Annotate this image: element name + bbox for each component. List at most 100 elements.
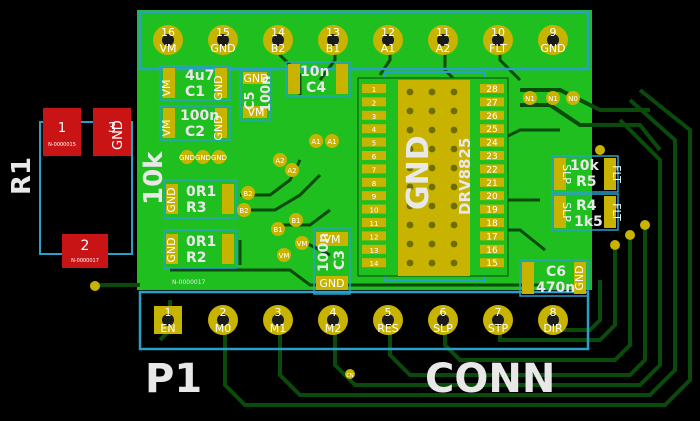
ic-pad-left (362, 137, 386, 147)
top-pin-name: B1 (326, 42, 341, 55)
bottom-pin-name: RES (377, 322, 399, 335)
via-b1-b: B1 (273, 226, 282, 234)
top-pin-number: 13 (326, 26, 340, 39)
bottom-pin-name: DIR (543, 322, 563, 335)
ic-via (450, 107, 458, 115)
ic-pad-left (362, 231, 386, 241)
c6-ref: C6 (546, 264, 566, 280)
ic-pad-right (480, 137, 504, 147)
ic-via (428, 107, 436, 115)
top-pin-number: 12 (381, 26, 395, 39)
ic-pad-right-num: 16 (486, 246, 498, 256)
top-pin-hole (547, 34, 559, 46)
ic-pad-right-num: 21 (486, 179, 497, 189)
r2-value: 0R1 (186, 234, 216, 250)
r3-ref: R3 (186, 200, 207, 216)
ic-pad-left-num: 7 (372, 166, 376, 174)
bottom-pin-hole (327, 314, 339, 326)
r1-pad3-num: 3 (108, 121, 116, 136)
c5-pin-gnd: GND (243, 72, 268, 85)
via-a1-b: A1 (327, 138, 336, 146)
bottom-pin-hole (162, 314, 174, 326)
bottom-pin-number: 3 (275, 306, 282, 319)
ic-pad-right (480, 218, 504, 227)
via-vm-a: VM (297, 240, 308, 248)
c5-pin-vm: VM (247, 106, 264, 119)
top-pin-hole (272, 34, 284, 46)
ic-pad-right (480, 110, 504, 120)
bottom-pin-4: 4M2 (318, 305, 348, 335)
bottom-pin-name: SLP (433, 322, 453, 335)
c2-value: 100n (180, 108, 219, 124)
signal-vias: A1 A1 A2 A2 B2 B2 B1 B1 VM VM GND GND GN… (90, 91, 650, 379)
via-n1-b: N1 (548, 95, 558, 103)
c3-value: 100n (316, 233, 332, 272)
r3-value: 0R1 (186, 184, 216, 200)
c6-pin-gnd: GND (573, 265, 586, 290)
ic-via (428, 145, 436, 153)
r3-footprint: 0R1 R3 GND (163, 179, 237, 219)
ic-pads: 1234567891011121314282726252423222120191… (362, 84, 504, 269)
ic-pad-left-num: 6 (372, 153, 377, 161)
c2-pin-vm: VM (160, 119, 173, 136)
bottom-pin-number: 4 (330, 306, 337, 319)
c3-ref: C3 (332, 250, 348, 270)
ic-via (428, 221, 436, 229)
r2-footprint: 0R1 R2 GND (163, 229, 237, 269)
ic-pad-left (362, 177, 386, 187)
r1-pad2-num: 2 (81, 238, 90, 254)
r1-net-bottom: N-0000017 (71, 258, 99, 264)
ic-pad-right (480, 204, 504, 214)
r4-value: 1k5 (574, 214, 603, 230)
ic-via (428, 126, 436, 134)
c1-footprint: 4u7 C1 VM GND (159, 65, 231, 101)
ic-pad-right-num: 19 (486, 206, 498, 216)
r4-footprint: R4 1k5 SLP FLT (551, 193, 623, 231)
ic-pad-right-num: 27 (486, 98, 497, 108)
via-a2-b: A2 (287, 167, 296, 175)
c2-ref: C2 (185, 124, 205, 140)
ic-pad-right-num: 20 (486, 192, 498, 202)
r5-pin-slp: SLP (560, 164, 573, 184)
ic-via (406, 202, 414, 210)
ic-pad-left-num: 1 (372, 86, 376, 94)
u1-part-label: DRV8825 (456, 138, 474, 215)
ic-pad-left-num: 12 (370, 233, 379, 241)
c5-ref: C5 (243, 91, 258, 110)
ic-via (450, 202, 458, 210)
ic-via (406, 145, 414, 153)
via-b2-a: B2 (243, 190, 252, 198)
ic-pad-left-num: 11 (370, 220, 379, 228)
r5-ref: R5 (576, 174, 597, 190)
r5-value: 10k (570, 158, 599, 174)
bottom-pin-name: EN (160, 322, 175, 335)
c1-pin-vm: VM (160, 79, 173, 96)
c1-ref: C1 (185, 84, 205, 100)
ic-pad-right-num: 25 (486, 125, 497, 135)
bottom-pin-hole (437, 314, 449, 326)
ic-pad-left (362, 124, 386, 134)
c5-footprint: C5 100n GND VM (239, 69, 274, 121)
c5-value: 100n (259, 76, 274, 112)
copper-pour-left (137, 10, 167, 290)
c3-pin-vm: VM (323, 233, 340, 246)
top-pin-number: 9 (550, 26, 557, 39)
bottom-pin-name: M0 (215, 322, 232, 335)
ic-via (428, 183, 436, 191)
ic-pad-right (480, 124, 504, 134)
ic-via (450, 240, 458, 248)
ic-pad-right (480, 258, 504, 268)
c4-value: 10n (300, 64, 329, 80)
bottom-pin-number: 1 (165, 306, 172, 319)
c2-pin-gnd: GND (212, 115, 225, 140)
ic-via (406, 259, 414, 267)
ic-pad-right (480, 231, 504, 241)
ic-pad-right-num: 15 (486, 259, 497, 269)
c4-ref: C4 (306, 80, 326, 96)
via-gnd-3: GND (211, 154, 227, 162)
top-pin-name: FLT (489, 42, 507, 55)
